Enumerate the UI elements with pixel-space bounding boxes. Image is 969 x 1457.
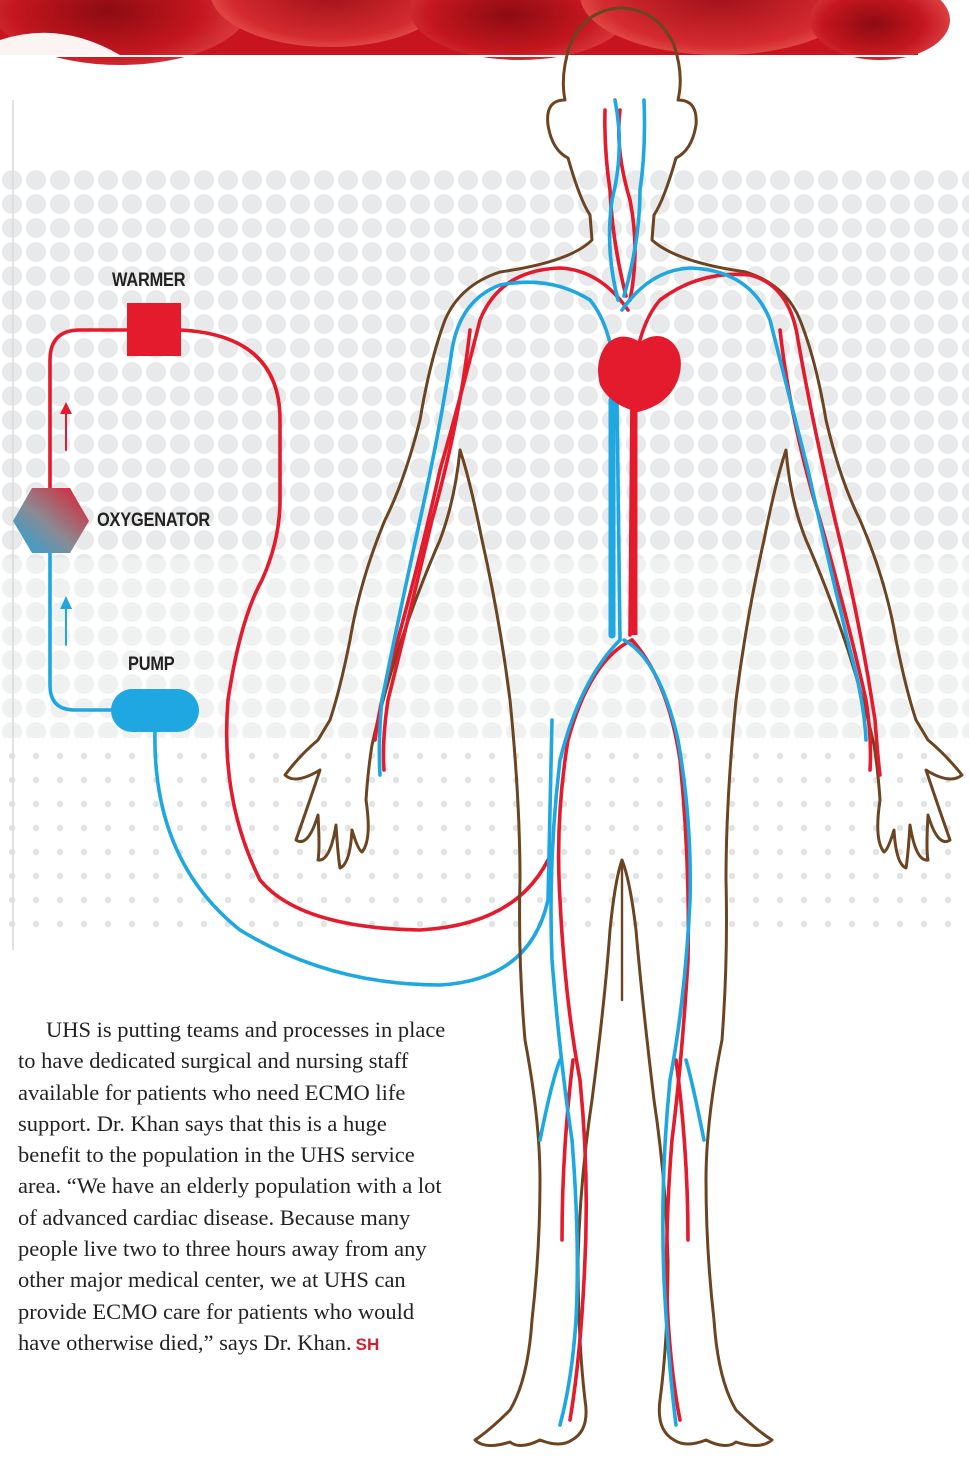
blood-cells-header-image xyxy=(0,0,950,65)
warmer-label: WARMER xyxy=(112,270,185,292)
oxygenator-label: OXYGENATOR xyxy=(97,510,210,532)
article-paragraph: UHS is putting teams and processes in pl… xyxy=(18,1014,448,1360)
article-text: UHS is putting teams and processes in pl… xyxy=(18,1017,445,1355)
warmer-icon xyxy=(127,303,181,356)
pump-label: PUMP xyxy=(128,654,175,676)
pump-icon xyxy=(111,689,199,732)
author-initials: SH xyxy=(356,1335,380,1354)
